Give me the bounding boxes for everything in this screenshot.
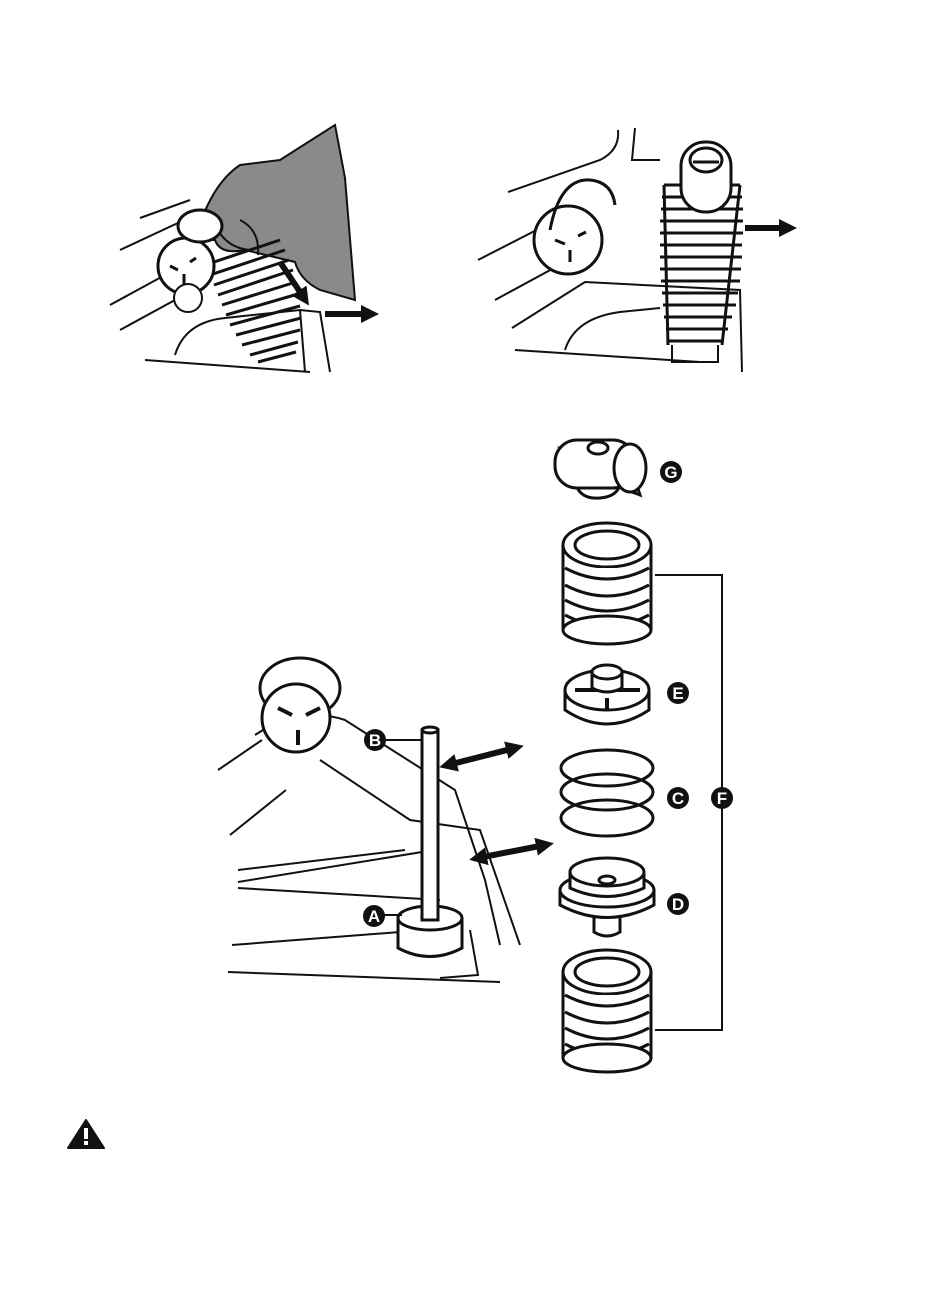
svg-text:D: D — [672, 895, 684, 914]
svg-text:A: A — [368, 907, 380, 926]
bracket-f — [655, 575, 722, 1030]
part-c-inner-spring — [561, 750, 653, 836]
install-illustration — [218, 658, 545, 982]
removal-step-1-illustration — [110, 125, 370, 372]
removal-step-2-illustration — [478, 128, 788, 372]
svg-text:E: E — [672, 684, 683, 703]
knob-install — [260, 658, 340, 752]
part-g-cap — [555, 440, 646, 498]
guide-rod-b — [422, 727, 438, 920]
svg-text:C: C — [672, 789, 684, 808]
part-e-spring-seat — [565, 665, 649, 724]
svg-text:B: B — [369, 731, 381, 750]
label-badge-c: C — [667, 787, 689, 809]
double-arrow-upper — [448, 748, 515, 765]
label-badge-a: A — [363, 905, 385, 927]
hand-shape — [195, 125, 355, 300]
svg-text:F: F — [717, 789, 727, 808]
warning-triangle-icon — [68, 1120, 104, 1148]
part-upper-spring — [563, 523, 651, 644]
svg-text:G: G — [664, 463, 677, 482]
label-badge-d: D — [667, 893, 689, 915]
parts-stack — [555, 440, 722, 1072]
part-lower-spring — [563, 950, 651, 1072]
part-d-bushing — [560, 858, 654, 936]
label-badge-g: G — [660, 461, 682, 483]
label-badge-b: B — [364, 729, 386, 751]
label-badges: A B C D E F G — [363, 461, 733, 927]
label-badge-f: F — [711, 787, 733, 809]
label-badge-e: E — [667, 682, 689, 704]
knob-right — [534, 206, 602, 274]
